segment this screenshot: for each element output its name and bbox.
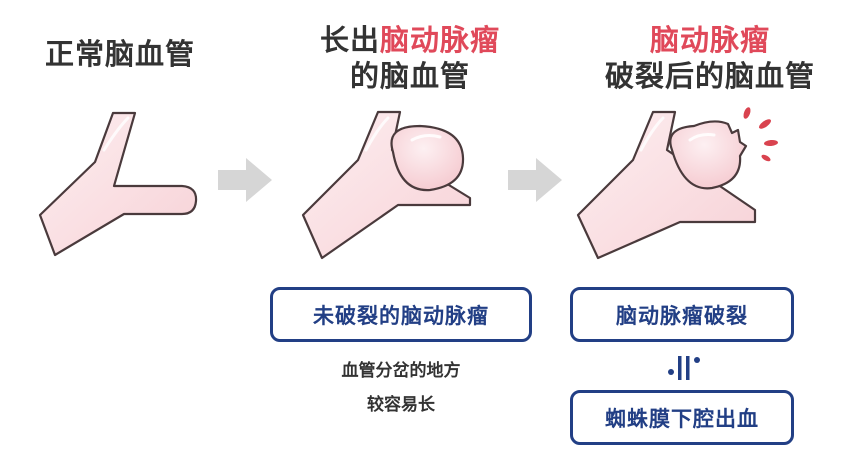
- title-line-2: 的脑血管: [349, 59, 470, 93]
- ruptured-aneurysm-box: 脑动脉瘤破裂: [570, 287, 794, 342]
- equals-connector-icon: [668, 356, 700, 380]
- arrow-right-icon: [218, 158, 272, 202]
- title-line-1: 长出脑动脉瘤: [285, 22, 535, 58]
- title-plain-part: 长出: [319, 23, 380, 57]
- blood-splash-icon: [743, 107, 778, 162]
- panel-title-aneurysm: 长出脑动脉瘤 的脑血管: [285, 22, 535, 94]
- box-label: 蜘蛛膜下腔出血: [605, 406, 759, 431]
- title-highlight-part: 脑动脉瘤: [380, 23, 501, 57]
- box-label: 脑动脉瘤破裂: [616, 303, 748, 328]
- title-line-1: 脑动脉瘤: [649, 23, 770, 57]
- vessel-ruptured-aneurysm: [576, 110, 757, 260]
- title-text: 正常脑血管: [44, 37, 195, 71]
- box-label: 未破裂的脑动脉瘤: [313, 303, 489, 328]
- arrow-right-icon: [508, 158, 562, 202]
- note-line-1: 血管分岔的地方: [341, 361, 461, 381]
- panel-title-ruptured: 脑动脉瘤 破裂后的脑血管: [575, 22, 845, 94]
- title-line-2: 破裂后的脑血管: [604, 59, 815, 93]
- unruptured-aneurysm-box: 未破裂的脑动脉瘤: [270, 287, 532, 342]
- vessel-with-aneurysm: [301, 110, 472, 260]
- vessel-normal: [38, 111, 198, 257]
- panel-title-normal: 正常脑血管: [20, 36, 220, 72]
- note-line-2: 较容易长: [367, 395, 435, 415]
- subarachnoid-hemorrhage-box: 蜘蛛膜下腔出血: [570, 390, 794, 445]
